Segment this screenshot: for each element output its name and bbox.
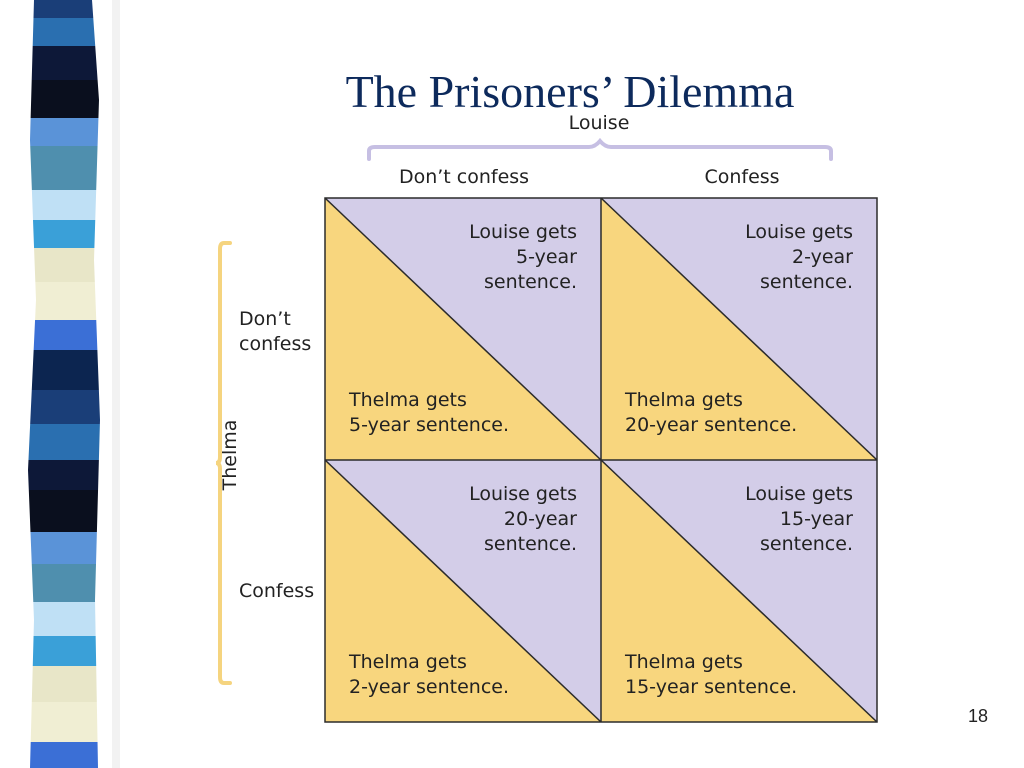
- column-header-confess: Confess: [704, 166, 780, 188]
- louise-outcome: Louise gets 20-year sentence.: [469, 483, 577, 555]
- payoff-matrix: Louise Don’t confess Confess Thelma Don’…: [150, 105, 910, 735]
- cell-confess-confess: Louise gets 15-year sentence. Thelma get…: [601, 460, 877, 722]
- thelma-outcome: Thelma gets 2-year sentence.: [349, 651, 510, 698]
- louise-outcome: Louise gets 5-year sentence.: [469, 221, 577, 293]
- thelma-brace: [215, 241, 232, 685]
- row-header-confess: Confess: [239, 580, 315, 602]
- cell-confess-dont-confess: Louise gets 20-year sentence. Thelma get…: [325, 460, 601, 722]
- thelma-outcome: Thelma gets 5-year sentence.: [349, 389, 510, 436]
- row-player-label: Thelma: [219, 419, 241, 491]
- cell-dont-confess-confess: Louise gets 2-year sentence. Thelma gets…: [601, 198, 877, 460]
- matrix-grid: [324, 197, 878, 723]
- louise-outcome: Louise gets 15-year sentence.: [745, 483, 853, 555]
- slide-title: The Prisoners’ Dilemma: [345, 66, 795, 117]
- thelma-outcome: Thelma gets 20-year sentence.: [625, 389, 798, 436]
- column-player-label: Louise: [568, 112, 630, 134]
- thelma-outcome: Thelma gets 15-year sentence.: [625, 651, 798, 698]
- page-number: 18: [967, 706, 988, 726]
- cell-dont-confess-dont-confess: Louise gets 5-year sentence. Thelma gets…: [325, 198, 601, 460]
- decorative-side-stripe: [0, 0, 120, 768]
- louise-outcome: Louise gets 2-year sentence.: [745, 221, 853, 293]
- louise-brace: [367, 137, 833, 161]
- row-header-dont-confess: Don’t confess: [239, 308, 312, 355]
- column-header-dont-confess: Don’t confess: [398, 166, 530, 188]
